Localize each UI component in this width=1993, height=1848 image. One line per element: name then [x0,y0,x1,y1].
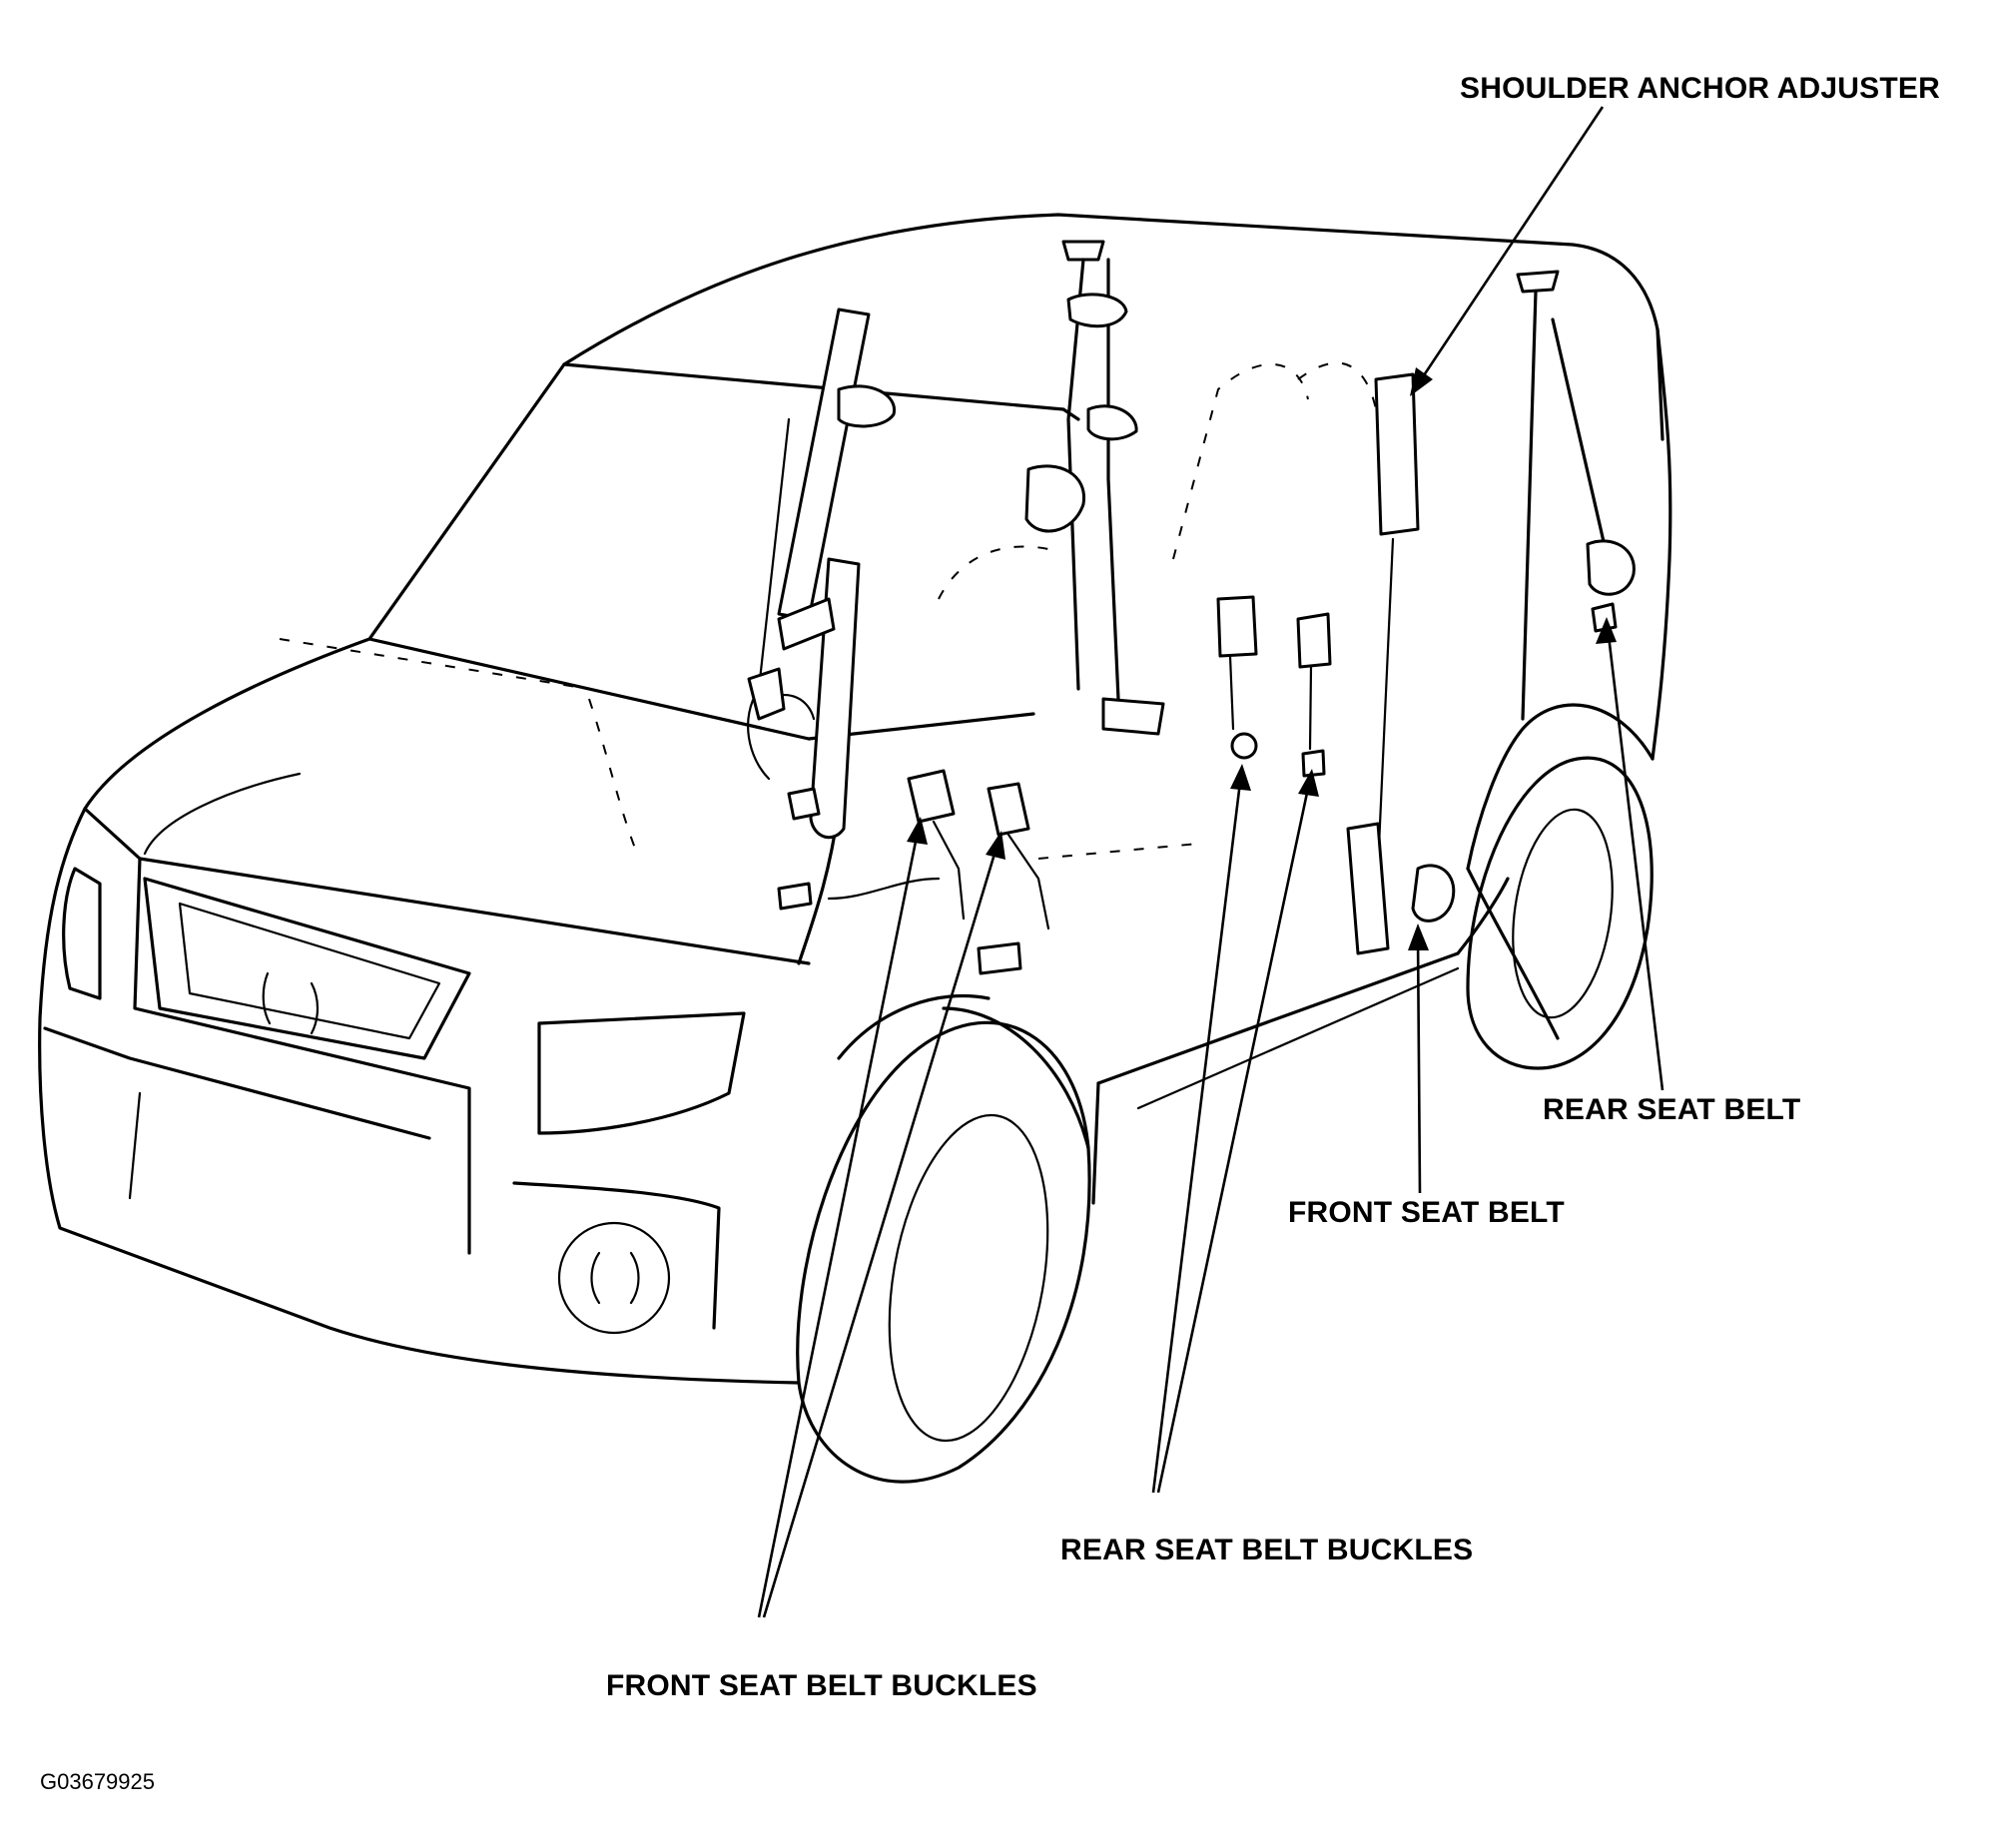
rear-seat-belt-buckles-label: REAR SEAT BELT BUCKLES [1060,1534,1474,1566]
passenger-seat-belt-assembly [1024,240,1165,736]
rear-seat-belt-buckles-part [1216,595,1332,778]
vehicle-body [38,213,1672,1385]
shoulder-anchor-adjuster-label: SHOULDER ANCHOR ADJUSTER [1460,72,1940,105]
rear-seat-belt-part [1516,270,1636,721]
figure-code: G03679925 [40,1769,155,1794]
front-seat-belt-label: FRONT SEAT BELT [1288,1196,1565,1229]
front-seat-belt-buckles-part [777,769,1050,975]
leader-lines [757,106,1664,1618]
front-seat-belt-buckles-label: FRONT SEAT BELT BUCKLES [606,1669,1037,1702]
rear-wheel [1466,756,1654,1070]
rear-seat-belt-label: REAR SEAT BELT [1543,1093,1801,1126]
front-wheel [796,993,1091,1484]
front-seat-belt-part [1346,372,1456,955]
driver-seat-belt-assembly [747,308,896,840]
